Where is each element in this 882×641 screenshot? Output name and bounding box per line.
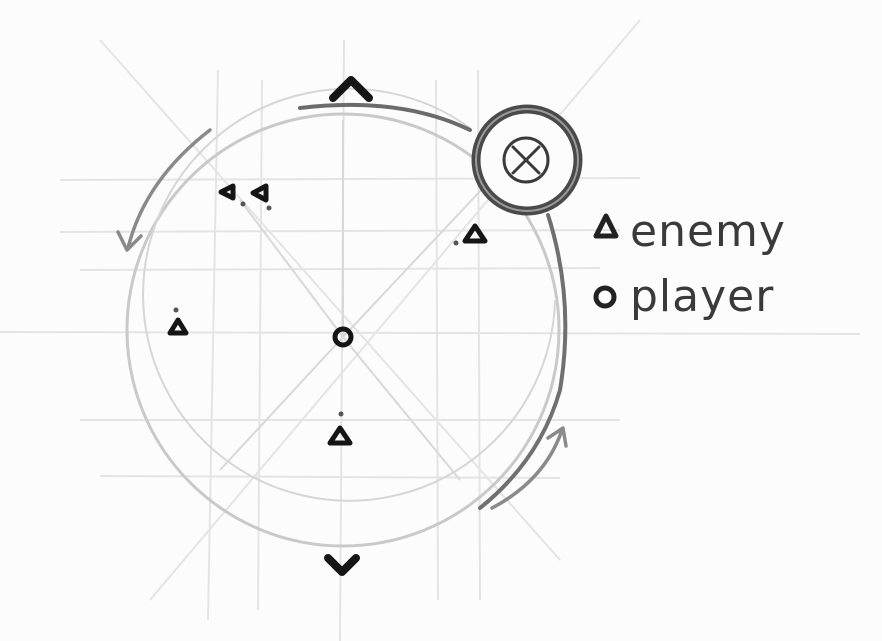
enemy-marker[interactable]	[218, 183, 246, 207]
enemy-marker[interactable]	[250, 183, 272, 211]
radar-rim-ink-right	[478, 213, 568, 510]
enemy-marker[interactable]	[167, 307, 189, 336]
close-button[interactable]	[471, 104, 583, 216]
enemy-marker[interactable]	[327, 411, 353, 446]
radar-rim-ink	[298, 102, 472, 132]
rotate-counterclockwise-arrow-icon[interactable]	[116, 128, 212, 252]
legend-enemy-label: enemy	[630, 206, 786, 257]
chevron-up-icon[interactable]	[329, 76, 373, 102]
rotate-clockwise-arrow-icon[interactable]	[490, 426, 568, 510]
circle-icon	[593, 285, 617, 309]
chevron-down-icon[interactable]	[324, 554, 360, 576]
enemy-marker[interactable]	[453, 223, 488, 246]
radar-inner-ring-stroke	[142, 87, 556, 502]
radar-outer-ring	[125, 112, 561, 548]
close-icon	[502, 136, 550, 184]
legend-player-label: player	[630, 271, 775, 322]
radar-spokes	[219, 120, 501, 481]
player-marker	[332, 326, 354, 348]
triangle-icon	[593, 213, 619, 239]
